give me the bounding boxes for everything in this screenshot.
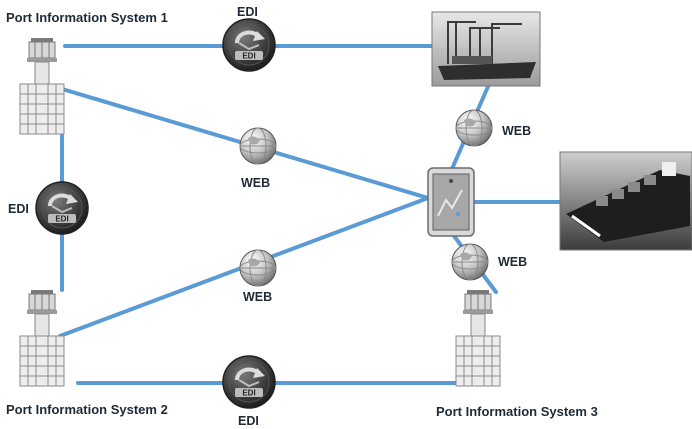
pis1-tower-icon xyxy=(19,37,65,135)
pis3-tower-icon xyxy=(455,289,501,387)
web-right-bottom-label: WEB xyxy=(498,255,528,269)
pis1-label: Port Information System 1 xyxy=(6,10,168,25)
handheld-device-icon xyxy=(427,167,475,237)
crane-ship-photo xyxy=(431,11,541,87)
pis2-tower-icon xyxy=(19,289,65,387)
web-lower-mid-globe-icon xyxy=(239,249,277,287)
edi-bottom-label: EDI xyxy=(238,414,259,428)
web-right-top-label: WEB xyxy=(502,124,532,138)
web-right-bottom-globe-icon xyxy=(451,243,489,281)
pis3-label: Port Information System 3 xyxy=(436,404,598,419)
web-lower-mid-label: WEB xyxy=(243,290,273,304)
edi-top-icon xyxy=(221,17,277,73)
web-upper-mid-label: WEB xyxy=(241,176,271,190)
web-upper-mid-globe-icon xyxy=(239,127,277,165)
container-ship-photo xyxy=(559,151,692,251)
edi-top-label: EDI xyxy=(237,5,258,19)
pis2-label: Port Information System 2 xyxy=(6,402,168,417)
edi-left-label: EDI xyxy=(8,202,29,216)
web-right-top-globe-icon xyxy=(455,109,493,147)
edi-left-icon xyxy=(34,180,90,236)
edi-bottom-icon xyxy=(221,354,277,410)
